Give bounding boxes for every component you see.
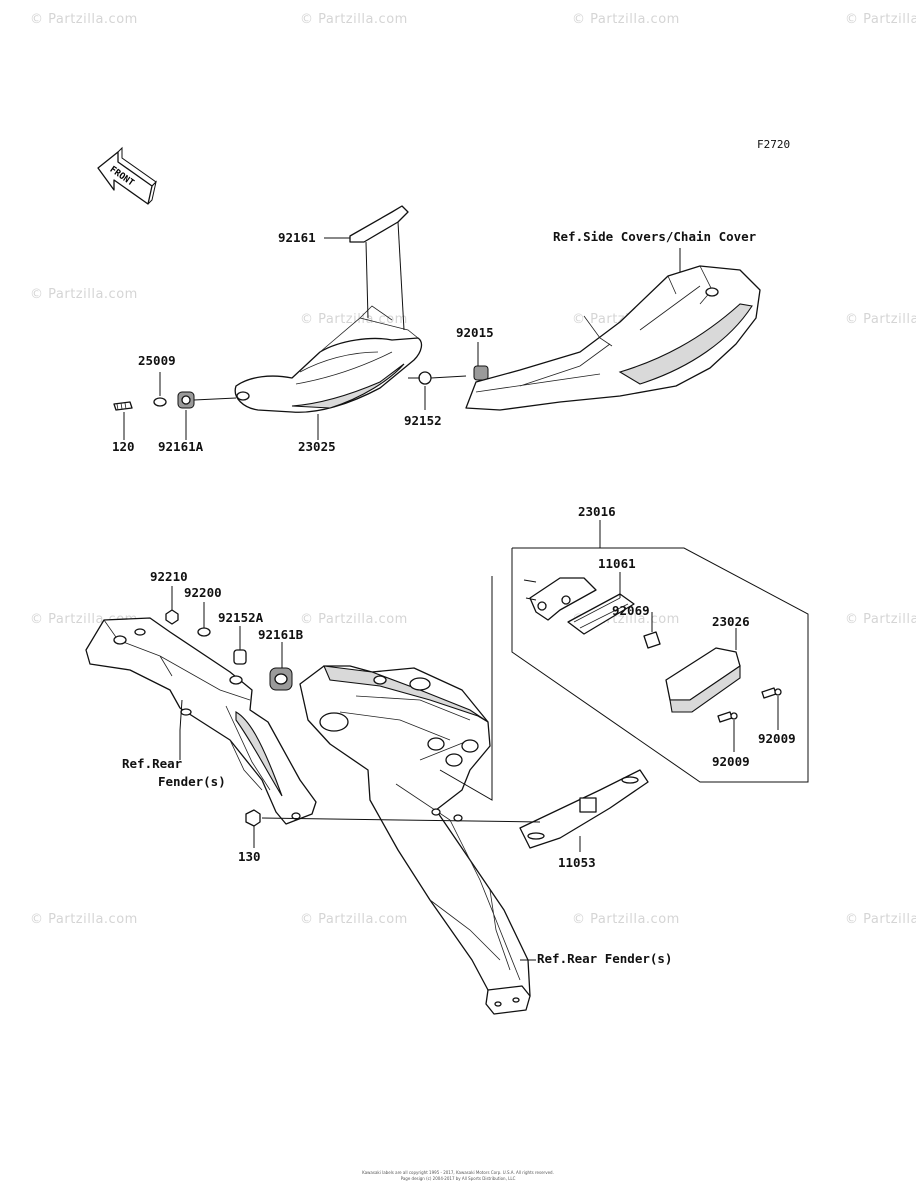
watermark: © Partzilla.com <box>300 612 408 627</box>
label-130: 130 <box>238 849 261 864</box>
part-23026-lamp <box>665 647 741 713</box>
label-11061: 11061 <box>598 556 636 571</box>
watermark: © Partzilla.com <box>572 12 680 27</box>
part-92161-strap <box>349 205 409 331</box>
footer-copyright: Kawasaki labels are all copyright 1995 -… <box>362 1170 554 1175</box>
part-92210-nut <box>165 609 179 625</box>
watermark: © Partzilla.com <box>845 612 916 627</box>
part-92069-clip <box>643 631 661 649</box>
part-92161B-grommet <box>269 667 293 691</box>
label-92152A: 92152A <box>218 610 264 625</box>
label-92200: 92200 <box>184 585 222 600</box>
part-92009-screw <box>761 687 782 699</box>
watermark: © Partzilla.com <box>845 12 916 27</box>
rear-fender-bracket <box>85 617 317 825</box>
part-23025-seat-cowl <box>234 305 423 413</box>
watermark: © Partzilla.com <box>30 12 138 27</box>
part-92015-damper <box>473 365 489 381</box>
part-11061-bracket <box>523 577 635 635</box>
watermark: © Partzilla.com <box>300 912 408 927</box>
label-92161B: 92161B <box>258 627 304 642</box>
footer-page-design: Page design (c) 2004-2017 by All Sports … <box>400 1176 516 1181</box>
label-ref-rear-fender-a: Ref.Rear <box>122 756 183 771</box>
part-130-bolt <box>245 809 261 827</box>
figure-code: F2720 <box>757 138 791 151</box>
part-120-screw <box>113 401 133 411</box>
label-ref-rear-fender-2: Ref.Rear Fender(s) <box>537 951 673 966</box>
part-11053-plate-bracket <box>519 769 649 849</box>
label-25009: 25009 <box>138 353 176 368</box>
assembly-23016-outline <box>439 520 809 801</box>
watermark: © Partzilla.com <box>30 912 138 927</box>
part-92152A-collar <box>233 649 247 665</box>
front-arrow-icon: FRONT <box>97 146 157 205</box>
watermark: © Partzilla.com <box>30 287 138 302</box>
label-ref-rear-fender-b: Fender(s) <box>158 774 226 789</box>
part-92009-screw <box>717 711 738 723</box>
label-92152: 92152 <box>404 413 442 428</box>
part-92161A-grommet <box>177 391 195 409</box>
label-120: 120 <box>112 439 135 454</box>
watermark: © Partzilla.com <box>845 912 916 927</box>
label-92009-upper: 92009 <box>758 731 796 746</box>
label-11053: 11053 <box>558 855 596 870</box>
label-92161: 92161 <box>278 230 316 245</box>
label-23026: 23026 <box>712 614 750 629</box>
label-92069: 92069 <box>612 603 650 618</box>
watermark: © Partzilla.com <box>300 12 408 27</box>
part-25009-washer <box>153 397 167 407</box>
label-92210: 92210 <box>150 569 188 584</box>
part-92200-washer <box>197 627 211 637</box>
label-23016: 23016 <box>578 504 616 519</box>
label-92009-lower: 92009 <box>712 754 750 769</box>
label-92161A: 92161A <box>158 439 204 454</box>
watermark: © Partzilla.com <box>845 312 916 327</box>
label-ref-side-covers: Ref.Side Covers/Chain Cover <box>553 229 757 244</box>
rear-fender-license-bracket <box>299 665 531 1015</box>
part-92152-collar <box>418 371 432 385</box>
label-92015: 92015 <box>456 325 494 340</box>
watermark: © Partzilla.com <box>572 912 680 927</box>
label-23025: 23025 <box>298 439 336 454</box>
side-covers-reference <box>465 265 761 411</box>
